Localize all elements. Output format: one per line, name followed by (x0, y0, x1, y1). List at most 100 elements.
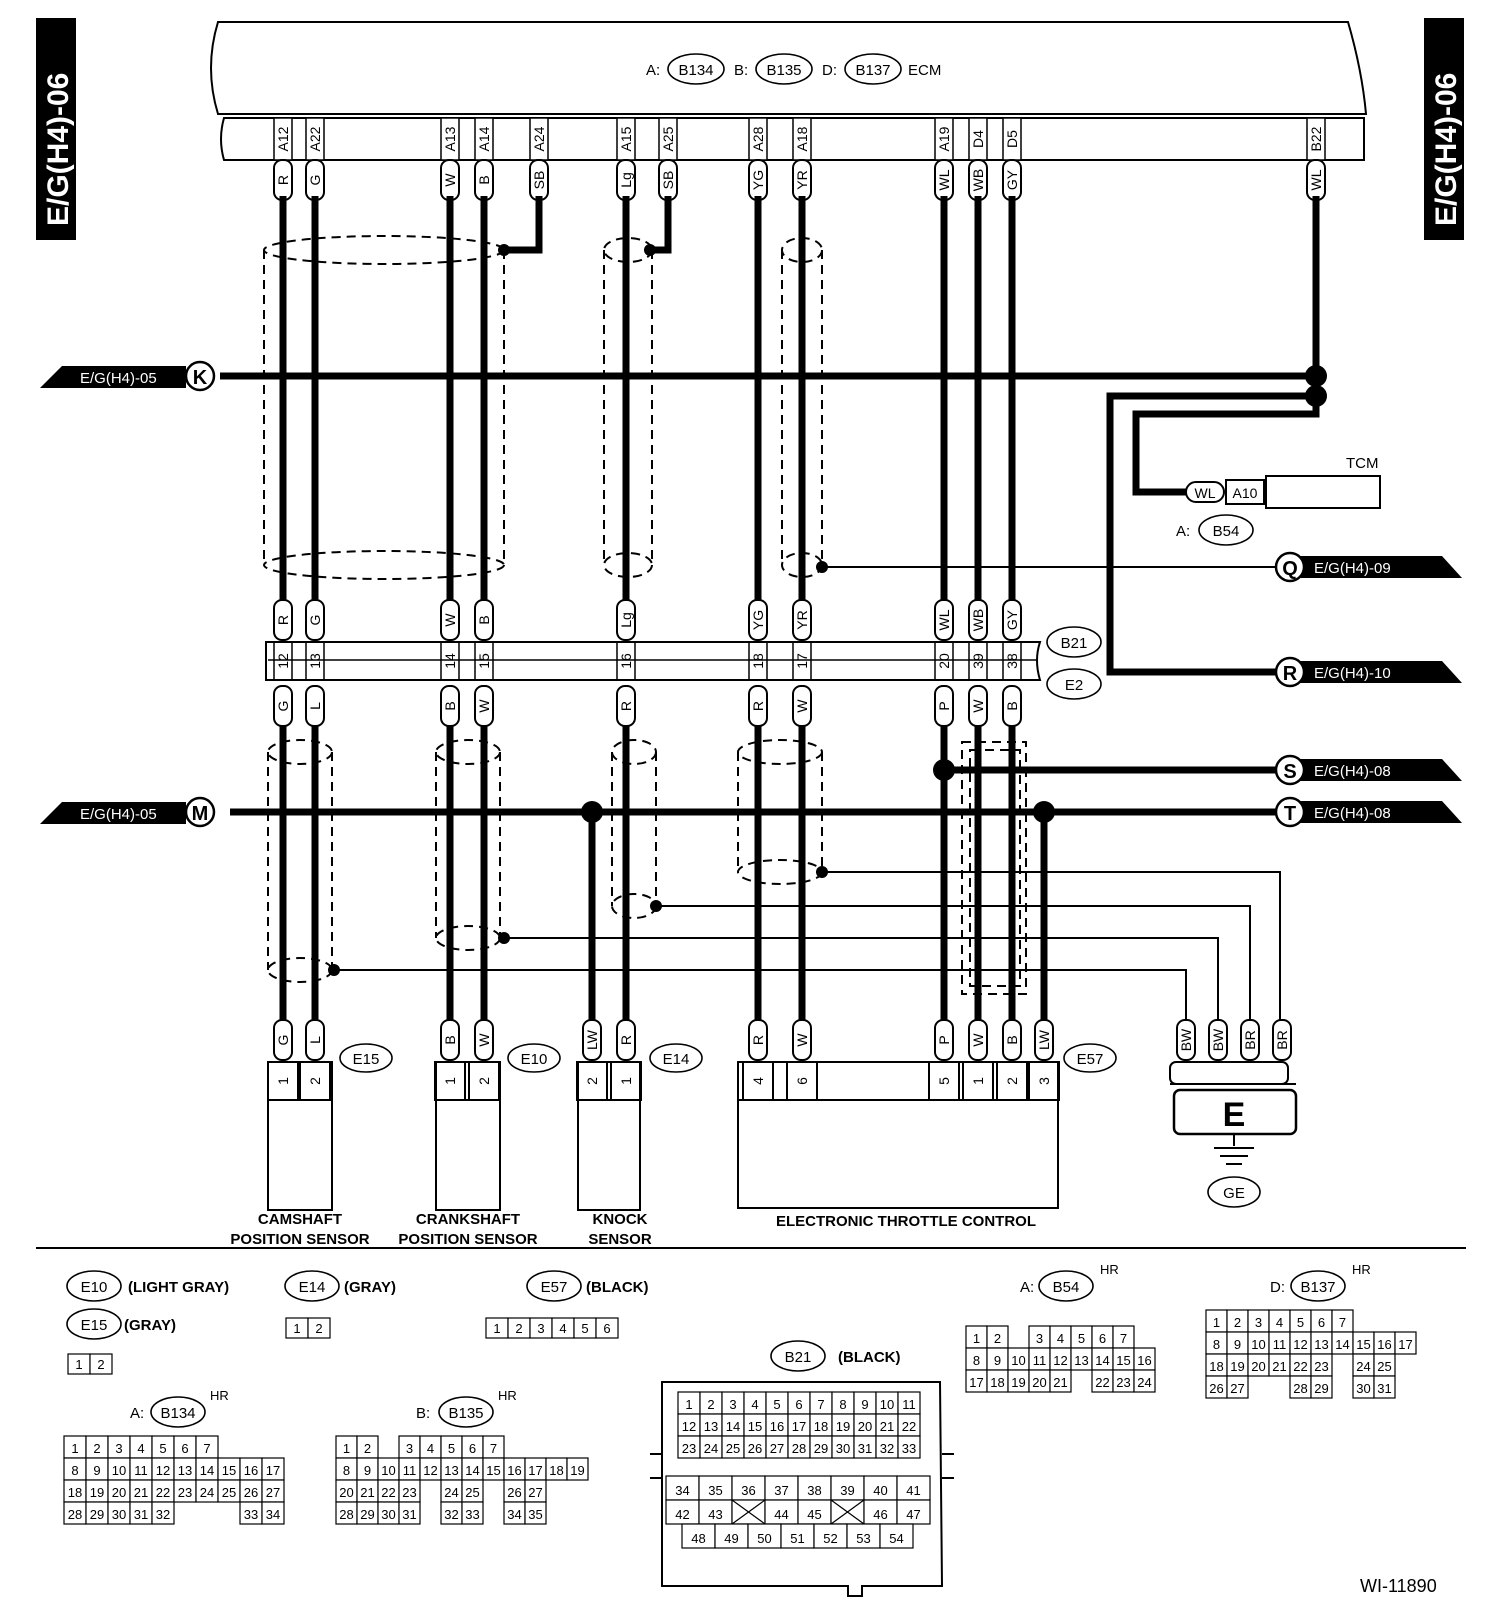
joint-wire-top: G (305, 599, 325, 641)
ecm-pin-label: B22 (1308, 126, 1324, 151)
legend-b137-cell: 14 (1335, 1337, 1349, 1352)
legend-b134-prefix: A: (130, 1405, 144, 1422)
legend-b21-cell: 24 (704, 1441, 718, 1456)
legend-b134-cell: 13 (178, 1463, 192, 1478)
legend-b21-cell: 25 (726, 1441, 740, 1456)
ecm-wire-color: G (305, 159, 325, 201)
ecm-conn-a-oval (667, 53, 725, 85)
tcm-label: TCM (1346, 455, 1379, 472)
offpage-m-label: E/G(H4)-05 (80, 806, 157, 823)
legend-b134-cell: 19 (90, 1485, 104, 1500)
sensor-conn: E15 (353, 1051, 380, 1068)
joint-wire-top: GY (1002, 599, 1022, 641)
legend-b137-cell: 19 (1230, 1359, 1244, 1374)
ecm-wire-color: Lg (616, 159, 636, 201)
legend-e14-cell: 2 (315, 1321, 322, 1336)
legend-b135-cell: 22 (381, 1485, 395, 1500)
ecm-pin-label: A15 (618, 126, 634, 151)
ground-wire-color-text: BR (1242, 1030, 1258, 1049)
joint-wire-top-text: G (307, 615, 323, 626)
ecm-wire-color: WL (1306, 159, 1326, 201)
sensor-conn: E10 (521, 1051, 548, 1068)
ecm-pin: A15 (616, 117, 636, 161)
legend-b137-cell: 28 (1293, 1381, 1307, 1396)
figure-id: WI-11890 (1360, 1576, 1437, 1596)
joint-wire-top: B (474, 599, 494, 641)
legend-b21-lower-cell: 40 (873, 1483, 887, 1498)
joint-pin-number: 12 (275, 653, 291, 669)
legend-b134-cell: 21 (134, 1485, 148, 1500)
legend-b21-cell: 19 (836, 1419, 850, 1434)
legend-b135-prefix: B: (416, 1405, 430, 1422)
legend-b137-cell: 18 (1209, 1359, 1223, 1374)
legend-b21-cell: 15 (748, 1419, 762, 1434)
sensor-wire-color: LW (1034, 1019, 1054, 1061)
joint-wire-bottom-text: B (442, 701, 458, 710)
legend-b137-cell: 12 (1293, 1337, 1307, 1352)
joint-wire-top-text: B (476, 615, 492, 624)
legend-b21-cell: 17 (792, 1419, 806, 1434)
sensor-pin: 2 (476, 1077, 492, 1085)
legend-b137-cell: 2 (1234, 1315, 1241, 1330)
ecm-pin: D4 (968, 117, 988, 161)
ecm-wire-color-text: SB (660, 171, 676, 190)
legend-b137-cell: 11 (1273, 1337, 1287, 1352)
ecm-wire-color-text: WL (936, 169, 952, 190)
ground-wire-color-text: BW (1178, 1028, 1194, 1051)
legend-e57-desc: (BLACK) (586, 1279, 648, 1296)
legend-b54-prefix: A: (1020, 1279, 1034, 1296)
legend-b54-cell: 2 (994, 1331, 1001, 1346)
legend-b134-cell: 15 (222, 1463, 236, 1478)
ecm-prefix-d: D: (822, 62, 837, 79)
sensor-conn: E57 (1077, 1051, 1104, 1068)
legend-b21-lower-cell: 36 (741, 1483, 755, 1498)
legend-b54-cell: 8 (973, 1353, 980, 1368)
legend-b134-cell: 23 (178, 1485, 192, 1500)
sensor-pin: 5 (936, 1077, 952, 1085)
sensor-pin: 1 (275, 1077, 291, 1085)
legend-e57-conn: E57 (541, 1279, 568, 1296)
legend-b134-cell: 10 (112, 1463, 126, 1478)
sensor-wire-color: LW (582, 1019, 602, 1061)
legend-b137-cell: 20 (1251, 1359, 1265, 1374)
legend-b135-cell: 20 (339, 1485, 353, 1500)
legend-b135-cell: 23 (402, 1485, 416, 1500)
ecm-wire-color-text: WB (970, 169, 986, 192)
legend-b54-cell: 14 (1095, 1353, 1109, 1368)
legend-b21-lower-cell: 41 (906, 1483, 920, 1498)
ground-wire-color-text: BR (1274, 1030, 1290, 1049)
legend-b21-lower-cell: 37 (774, 1483, 788, 1498)
legend-b135-cell: 14 (465, 1463, 479, 1478)
ecm-pin: A25 (658, 117, 678, 161)
legend-b135-sup: HR (498, 1388, 517, 1403)
sensor-pin: 4 (750, 1077, 766, 1085)
joint-wire-top: Lg (616, 599, 636, 641)
ecm-wire-color: WL (934, 159, 954, 201)
legend-b134-conn: B134 (160, 1405, 195, 1422)
ecm-wire-color-text: WL (1308, 169, 1324, 190)
legend-b134-sup: HR (210, 1388, 229, 1403)
legend-b134-cell: 17 (266, 1463, 280, 1478)
legend-e10-conn: E10 (81, 1279, 108, 1296)
joint-conn-bottom: E2 (1065, 677, 1083, 694)
ecm-pin-label: A19 (936, 126, 952, 151)
legend-e57-cell: 5 (581, 1321, 588, 1336)
legend-b21-desc: (BLACK) (838, 1349, 900, 1366)
legend-b137-cell: 15 (1356, 1337, 1370, 1352)
joint-wire-bottom: G (273, 685, 293, 727)
legend-e57-cell: 6 (603, 1321, 610, 1336)
ecm-wire-color-text: YR (794, 170, 810, 189)
legend-b134-cell: 11 (134, 1463, 148, 1478)
legend-b137-cell: 10 (1251, 1337, 1265, 1352)
legend-b54-cell: 7 (1120, 1331, 1127, 1346)
legend-b21-cell: 33 (902, 1441, 916, 1456)
legend-b21-cell: 13 (704, 1419, 718, 1434)
legend-b21-cell: 27 (770, 1441, 784, 1456)
ecm-conn-b-oval (755, 53, 813, 85)
sensor-pin: 1 (442, 1077, 458, 1085)
sensor-label-2: POSITION SENSOR (398, 1231, 537, 1248)
sensor-wire-color: W (968, 1019, 988, 1061)
